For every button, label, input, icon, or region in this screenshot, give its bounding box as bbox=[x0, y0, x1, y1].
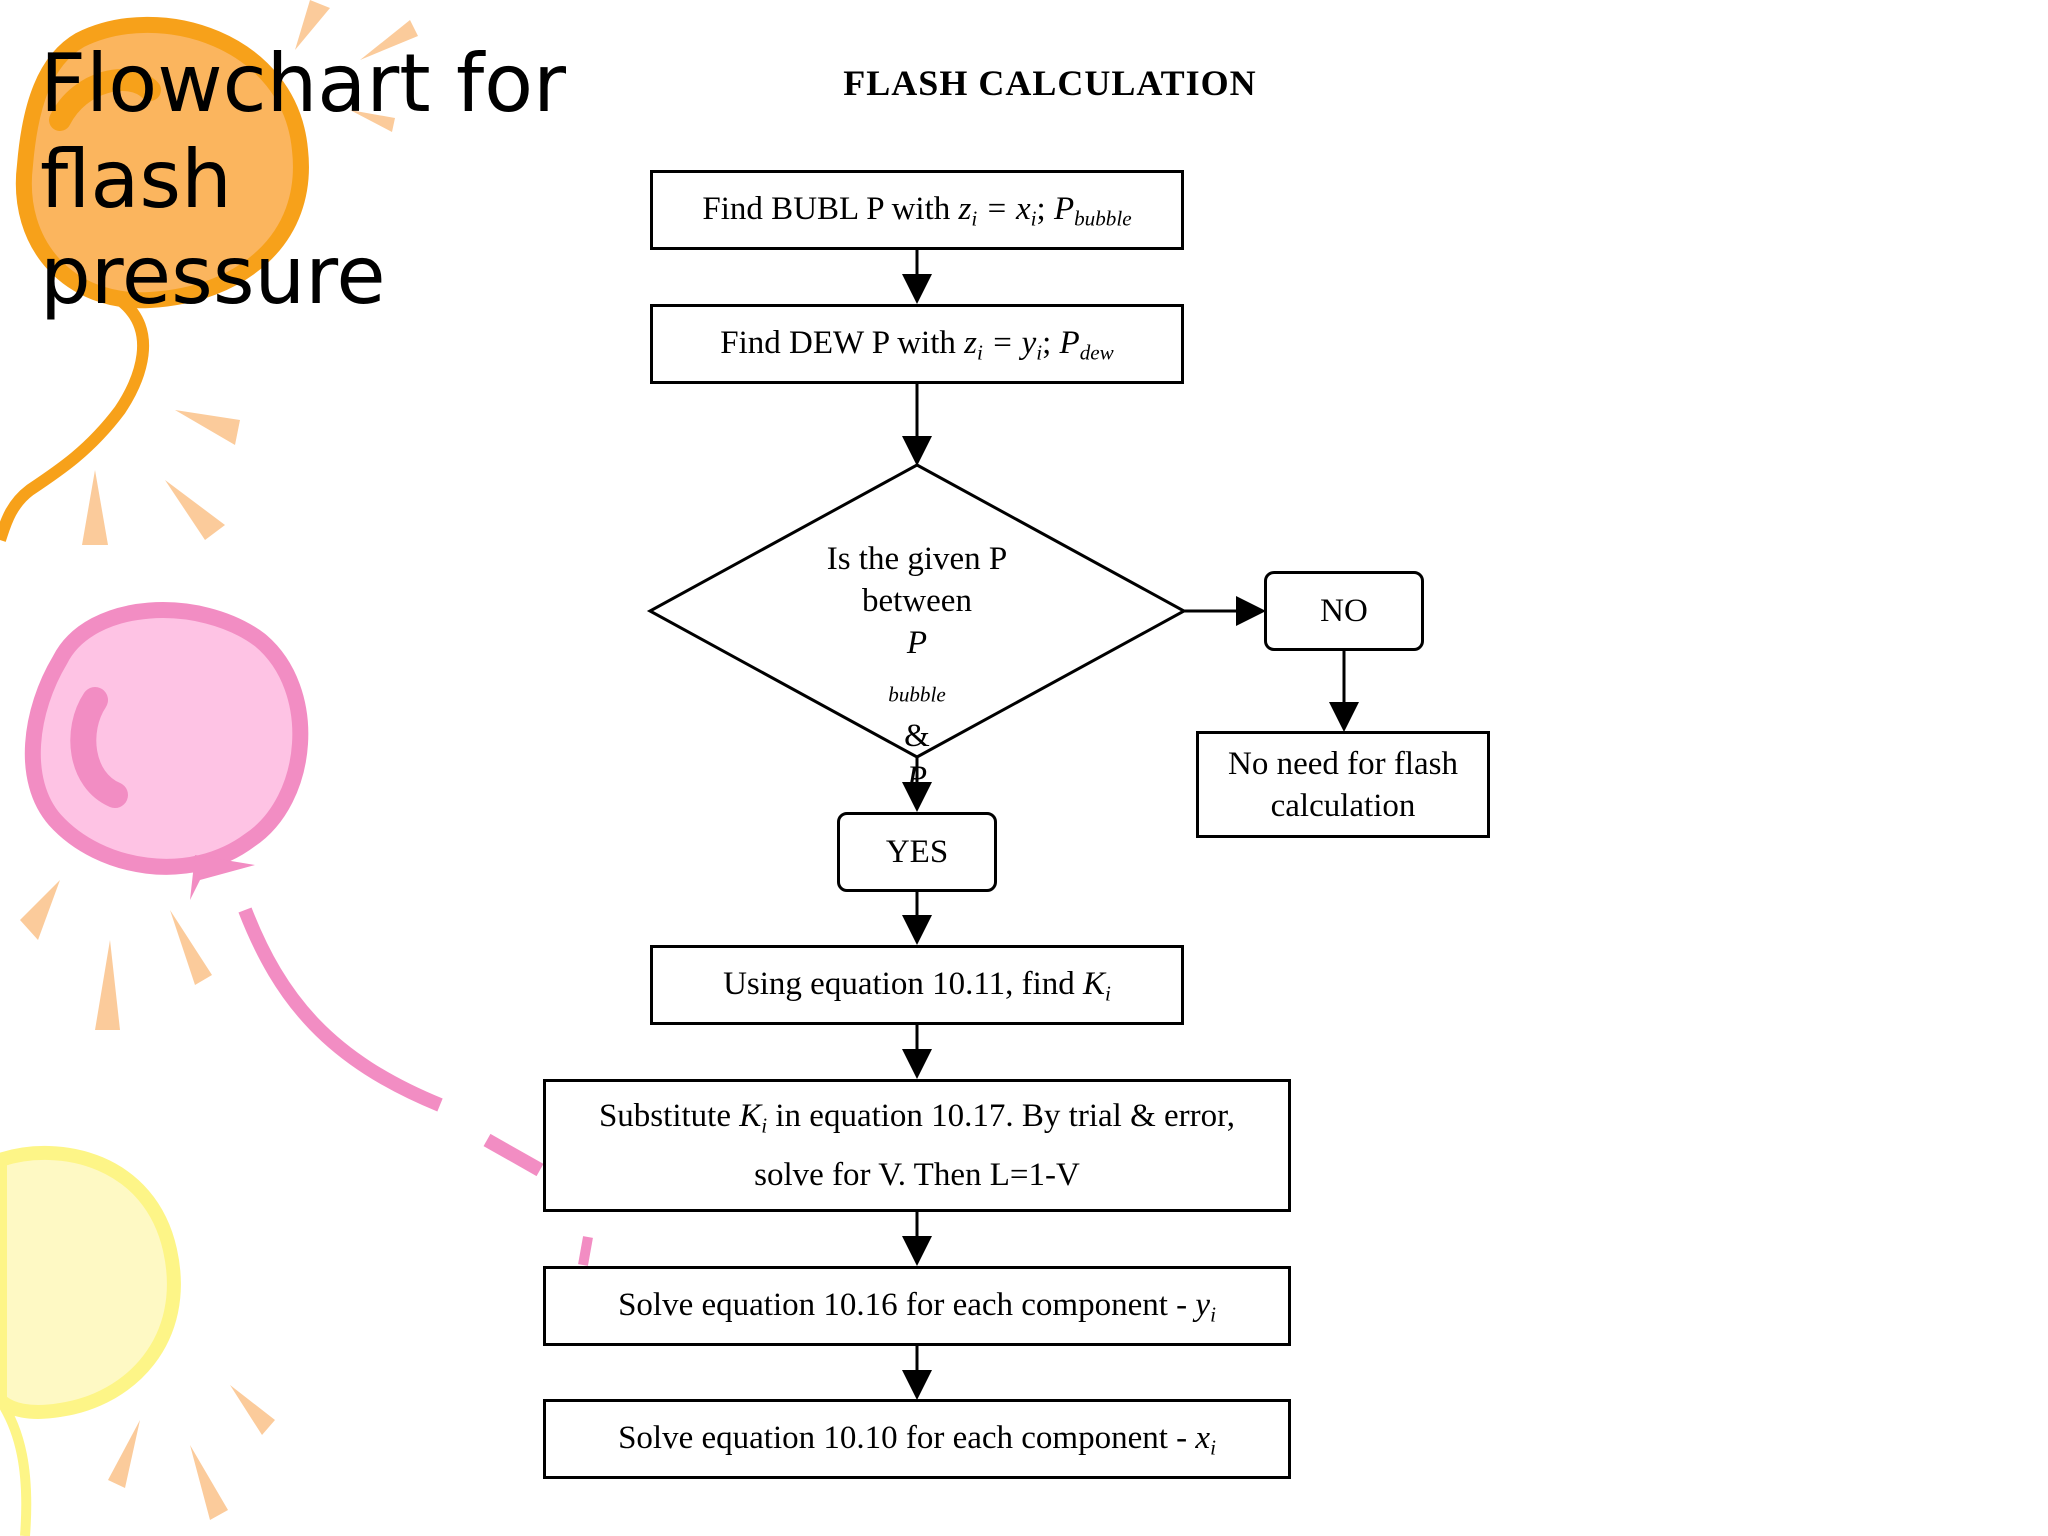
x-var: xi bbox=[1195, 1419, 1216, 1460]
node-no: NO bbox=[1264, 571, 1424, 651]
node-solve-y-text: Solve equation 10.16 for each component … bbox=[618, 1284, 1216, 1328]
ampersand: & bbox=[904, 718, 930, 755]
node-solve-x-text: Solve equation 10.10 for each component … bbox=[618, 1417, 1216, 1461]
equation: zi = xi bbox=[958, 190, 1037, 231]
pink-balloon bbox=[24, 602, 593, 1266]
slide-title: Flowchart for flash pressure bbox=[40, 36, 600, 324]
node-find-dew-p-text: Find DEW P with zi = yi; Pdew bbox=[720, 322, 1113, 366]
node-find-k: Using equation 10.11, find Ki bbox=[650, 945, 1184, 1025]
result-var: Pdew bbox=[1059, 324, 1114, 365]
eq-subscript: bubble bbox=[1074, 206, 1132, 231]
decision-line: Is the given P bbox=[826, 541, 1008, 577]
separator: ; bbox=[1042, 324, 1052, 361]
node-label: in equation 10.17. By trial & error, bbox=[775, 1097, 1236, 1134]
decision-diamond bbox=[646, 463, 1188, 759]
node-find-k-text: Using equation 10.11, find Ki bbox=[723, 963, 1111, 1007]
eq-var: K bbox=[739, 1097, 762, 1134]
eq-var: K bbox=[1083, 965, 1106, 1002]
eq-var: P bbox=[906, 625, 928, 661]
eq-var: P bbox=[1059, 324, 1080, 361]
node-line: calculation bbox=[1270, 787, 1416, 824]
equation: zi = yi bbox=[964, 324, 1043, 365]
node-no-need-text: No need for flash calculation bbox=[1228, 743, 1458, 827]
node-label: Find BUBL P with bbox=[702, 190, 951, 227]
node-find-dew-p: Find DEW P with zi = yi; Pdew bbox=[650, 304, 1184, 384]
eq-subscript: i bbox=[1030, 206, 1037, 231]
eq-var: = x bbox=[985, 190, 1031, 227]
yellow-balloon bbox=[0, 1145, 181, 1536]
eq-var: y bbox=[1195, 1286, 1211, 1323]
node-solve-y: Solve equation 10.16 for each component … bbox=[543, 1266, 1291, 1346]
node-label: Solve equation 10.10 for each component … bbox=[618, 1419, 1188, 1456]
eq-var: x bbox=[1195, 1419, 1211, 1456]
eq-subscript: i bbox=[976, 340, 983, 365]
node-label: Find DEW P with bbox=[720, 324, 956, 361]
eq-var: P bbox=[906, 760, 928, 797]
eq-var: z bbox=[958, 190, 972, 227]
node-no-need: No need for flash calculation bbox=[1196, 731, 1490, 838]
node-find-bubl-p: Find BUBL P with zi = xi; Pbubble bbox=[650, 170, 1184, 250]
node-find-bubl-p-text: Find BUBL P with zi = xi; Pbubble bbox=[702, 188, 1131, 232]
eq-subscript: i bbox=[1210, 1302, 1216, 1327]
slide-title-line: flash bbox=[40, 133, 232, 226]
node-substitute-text: Substitute Ki in equation 10.17. By tria… bbox=[599, 1091, 1235, 1200]
eq-subscript: i bbox=[971, 206, 978, 231]
eq-subscript: i bbox=[761, 1113, 768, 1138]
k-var: Ki bbox=[739, 1097, 768, 1138]
decision-line: between bbox=[862, 583, 972, 619]
node-label: Using equation 10.11, find bbox=[723, 965, 1075, 1002]
node-line: Substitute Ki in equation 10.17. By tria… bbox=[599, 1091, 1235, 1150]
flowchart-heading: FLASH CALCULATION bbox=[843, 63, 1257, 103]
eq-subscript: i bbox=[1036, 340, 1043, 365]
slide-title-line: pressure bbox=[40, 229, 386, 322]
node-line: No need for flash bbox=[1227, 745, 1458, 782]
y-var: yi bbox=[1195, 1286, 1216, 1327]
node-yes: YES bbox=[837, 812, 997, 892]
result-var: Pbubble bbox=[1053, 190, 1132, 231]
separator: ; bbox=[1036, 190, 1046, 227]
node-no-label: NO bbox=[1320, 592, 1368, 629]
node-label: Solve equation 10.16 for each component … bbox=[618, 1286, 1188, 1323]
eq-subscript: dew bbox=[1079, 340, 1114, 365]
node-label: Substitute bbox=[598, 1097, 731, 1134]
orange-balloon bbox=[0, 16, 309, 542]
k-var: Ki bbox=[1083, 965, 1111, 1006]
slide-title-line: Flowchart for bbox=[40, 37, 567, 130]
node-line: solve for V. Then L=1-V bbox=[754, 1157, 1080, 1194]
eq-var: z bbox=[964, 324, 977, 361]
eq-var: P bbox=[1053, 190, 1075, 227]
node-solve-x: Solve equation 10.10 for each component … bbox=[543, 1399, 1291, 1479]
node-yes-label: YES bbox=[885, 833, 949, 870]
spark-rays bbox=[20, 0, 418, 1520]
eq-subscript: i bbox=[1210, 1435, 1216, 1460]
node-substitute: Substitute Ki in equation 10.17. By tria… bbox=[543, 1079, 1291, 1212]
eq-subscript: bubble bbox=[888, 682, 946, 707]
eq-var: = y bbox=[991, 324, 1037, 361]
eq-subscript: i bbox=[1105, 981, 1111, 1006]
